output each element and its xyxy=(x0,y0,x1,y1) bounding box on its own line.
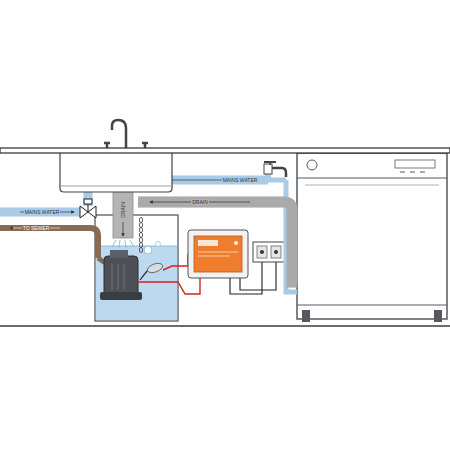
pipe-label: DRAIN xyxy=(120,201,126,219)
controller-housing xyxy=(188,230,248,278)
controller xyxy=(194,236,242,272)
chain-link xyxy=(139,217,142,222)
chain-link xyxy=(139,237,142,242)
faucet xyxy=(104,120,148,149)
floor-line xyxy=(0,325,450,327)
tank-water xyxy=(96,246,177,320)
pipe-label: TO SEWER xyxy=(22,225,51,231)
tank xyxy=(95,215,178,321)
bench-top xyxy=(0,148,450,153)
power-cord xyxy=(230,262,262,294)
chain-link xyxy=(139,232,142,237)
tap xyxy=(264,162,286,177)
sewer-pipe xyxy=(0,228,98,258)
chain-link xyxy=(139,242,142,247)
float-switch xyxy=(146,262,164,275)
power-cord xyxy=(240,262,276,290)
pump-base xyxy=(100,292,142,300)
sink-bowl xyxy=(60,152,172,192)
pipe-label: DRAIN xyxy=(191,199,209,205)
drain-hose xyxy=(138,202,297,282)
chain xyxy=(139,217,142,252)
mains-pipe xyxy=(0,208,84,217)
pipe-label: MAINS WATER xyxy=(24,209,61,215)
chain-link xyxy=(139,222,142,227)
chain-link xyxy=(139,227,142,232)
power-outlet xyxy=(253,242,285,262)
pump xyxy=(104,256,138,298)
sink-drain xyxy=(113,188,133,238)
pipe-label: MAINS WATER xyxy=(222,177,259,183)
dishwasher xyxy=(297,153,447,319)
water-spray xyxy=(112,240,134,248)
valve xyxy=(80,199,96,218)
chain-link xyxy=(139,247,142,252)
